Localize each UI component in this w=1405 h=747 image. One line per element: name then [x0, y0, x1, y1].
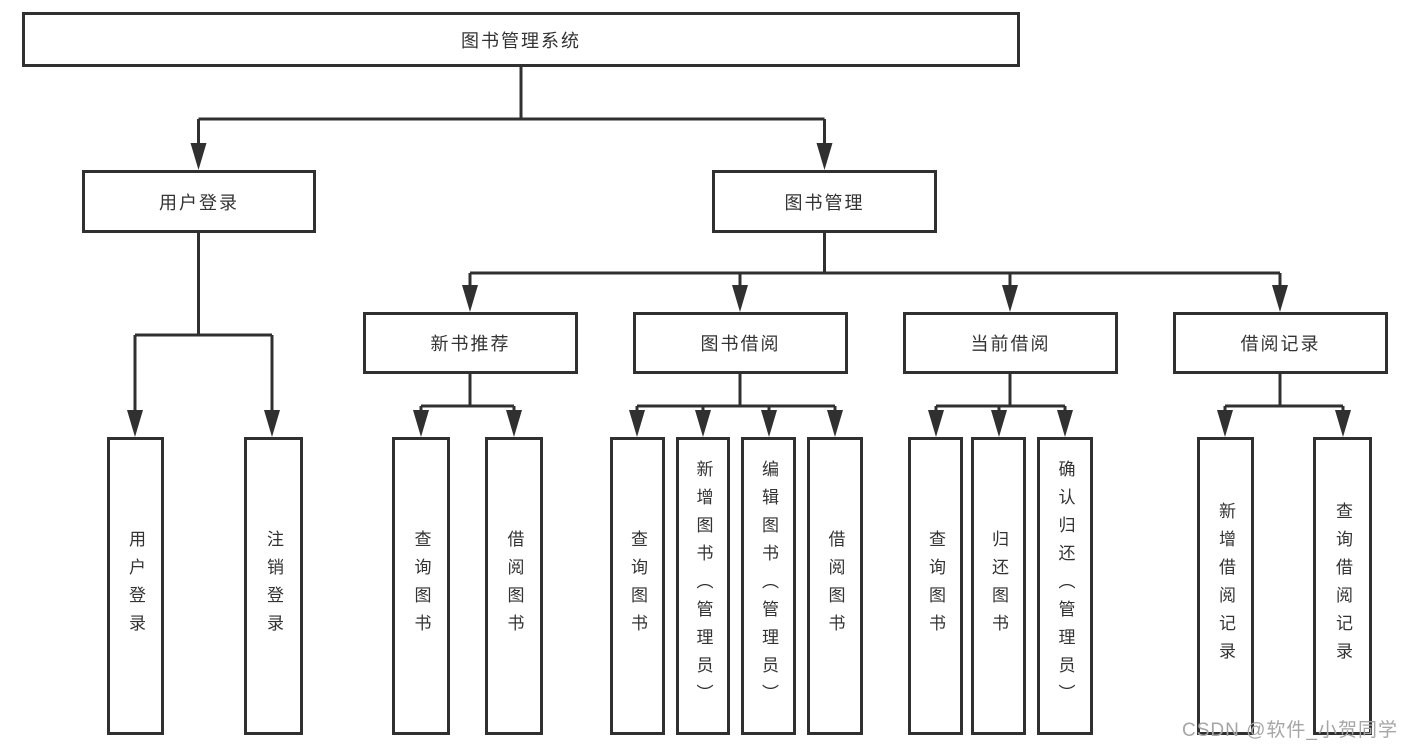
node-leaf-bb-query-books: 查询图书	[610, 437, 665, 735]
node-user-login: 用户登录	[82, 170, 316, 233]
node-book-borrow-label: 图书借阅	[700, 334, 781, 354]
node-leaf-cb-query-books: 查询图书	[908, 437, 963, 735]
node-leaf-br-add-record: 新增借阅记录	[1197, 437, 1254, 735]
node-leaf-nb-borrow-books-label: 借阅图书	[504, 530, 524, 642]
watermark: CSDN @软件_小贺同学	[1182, 720, 1398, 741]
node-leaf-cb-confirm-return-admin: 确认归还（管理员）	[1037, 437, 1093, 735]
node-leaf-cb-query-books-label: 查询图书	[926, 530, 945, 642]
node-book-borrow: 图书借阅	[633, 312, 848, 374]
node-leaf-bb-edit-books-admin-label: 编辑图书（管理员）	[759, 460, 778, 712]
node-leaf-user-login: 用户登录	[107, 437, 164, 735]
node-leaf-logout-label: 注销登录	[264, 530, 283, 642]
node-leaf-user-login-label: 用户登录	[126, 530, 145, 642]
node-leaf-br-add-record-label: 新增借阅记录	[1216, 502, 1235, 670]
node-new-book-recommend-label: 新书推荐	[430, 334, 511, 354]
node-leaf-logout: 注销登录	[244, 437, 303, 735]
node-borrow-records: 借阅记录	[1173, 312, 1388, 374]
node-leaf-nb-query-books-label: 查询图书	[411, 530, 431, 642]
node-current-borrow-label: 当前借阅	[970, 334, 1051, 354]
node-leaf-nb-query-books: 查询图书	[392, 437, 450, 735]
node-new-book-recommend: 新书推荐	[363, 312, 578, 374]
node-borrow-records-label: 借阅记录	[1240, 334, 1321, 354]
node-leaf-nb-borrow-books: 借阅图书	[485, 437, 543, 735]
node-user-login-label: 用户登录	[159, 192, 239, 213]
node-root: 图书管理系统	[22, 12, 1020, 67]
node-leaf-bb-query-books-label: 查询图书	[628, 530, 647, 642]
node-leaf-cb-confirm-return-admin-label: 确认归还（管理员）	[1055, 460, 1075, 712]
node-leaf-bb-borrow-books: 借阅图书	[807, 437, 863, 735]
node-leaf-cb-return-books: 归还图书	[971, 437, 1026, 735]
node-leaf-br-query-record-label: 查询借阅记录	[1333, 502, 1352, 670]
node-leaf-bb-edit-books-admin: 编辑图书（管理员）	[741, 437, 796, 735]
node-root-label: 图书管理系统	[461, 30, 581, 51]
node-leaf-cb-return-books-label: 归还图书	[989, 530, 1008, 642]
node-leaf-bb-add-books-admin-label: 新增图书（管理员）	[693, 460, 713, 712]
node-book-management-label: 图书管理	[784, 192, 865, 213]
node-book-management: 图书管理	[712, 170, 937, 233]
node-leaf-bb-borrow-books-label: 借阅图书	[825, 530, 845, 642]
node-leaf-bb-add-books-admin: 新增图书（管理员）	[676, 437, 730, 735]
node-leaf-br-query-record: 查询借阅记录	[1313, 437, 1372, 735]
node-current-borrow: 当前借阅	[903, 312, 1118, 374]
